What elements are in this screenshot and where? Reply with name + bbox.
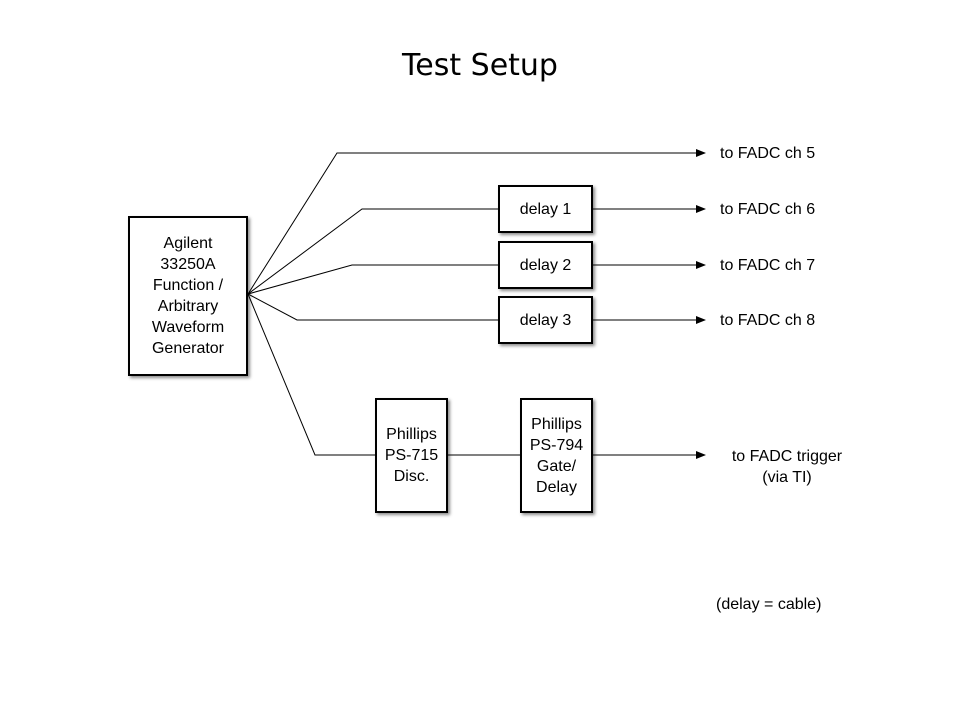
generator-line-2: 33250A (160, 256, 216, 273)
delay-2-block: delay 2 (498, 241, 593, 289)
delay-2-label: delay 2 (519, 256, 572, 274)
output-label-ch8: to FADC ch 8 (720, 312, 816, 329)
disc-line-3: Disc. (393, 468, 430, 485)
trigger-label-line-2: (via TI) (762, 469, 812, 486)
disc-line-1: Phillips (386, 426, 437, 443)
generator-line-3: Function / (152, 277, 224, 294)
delay-3-label: delay 3 (519, 311, 572, 329)
output-label-ch7: to FADC ch 7 (720, 257, 816, 274)
gate-line-3: Gate/ (536, 457, 577, 475)
disc-line-2: PS-715 (384, 447, 439, 464)
function-generator-block: Agilent 33250A Function / Arbitrary Wave… (128, 216, 248, 376)
delay-1-block: delay 1 (498, 185, 593, 233)
gate-line-2: PS-794 (529, 436, 584, 454)
discriminator-block: Phillips PS-715 Disc. (375, 398, 448, 513)
generator-line-6: Generator (151, 340, 225, 357)
generator-line-4: Arbitrary (157, 298, 219, 315)
wire-generator-to-delay-3 (247, 293, 500, 321)
delay-3-block: delay 3 (498, 296, 593, 344)
wire-generator-to-disc (247, 293, 376, 456)
wire-generator-to-ch5 (247, 149, 706, 295)
trigger-label-line-1: to FADC trigger (731, 448, 843, 465)
generator-line-5: Waveform (151, 319, 225, 336)
diagram-title: Test Setup (402, 48, 558, 83)
gate-line-4: Delay (536, 478, 577, 496)
wire-generator-to-delay-1 (247, 208, 500, 295)
output-label-ch6: to FADC ch 6 (720, 201, 816, 218)
gate-line-1: Phillips (531, 415, 582, 433)
output-label-ch5: to FADC ch 5 (720, 145, 816, 162)
output-label-trigger: to FADC trigger (via TI) (712, 446, 862, 488)
generator-line-1: Agilent (163, 235, 213, 252)
delay-1-label: delay 1 (519, 200, 572, 218)
gate-delay-block: Phillips PS-794 Gate/ Delay (520, 398, 593, 513)
delay-note: (delay = cable) (716, 596, 822, 613)
wire-generator-to-delay-2 (247, 264, 500, 295)
